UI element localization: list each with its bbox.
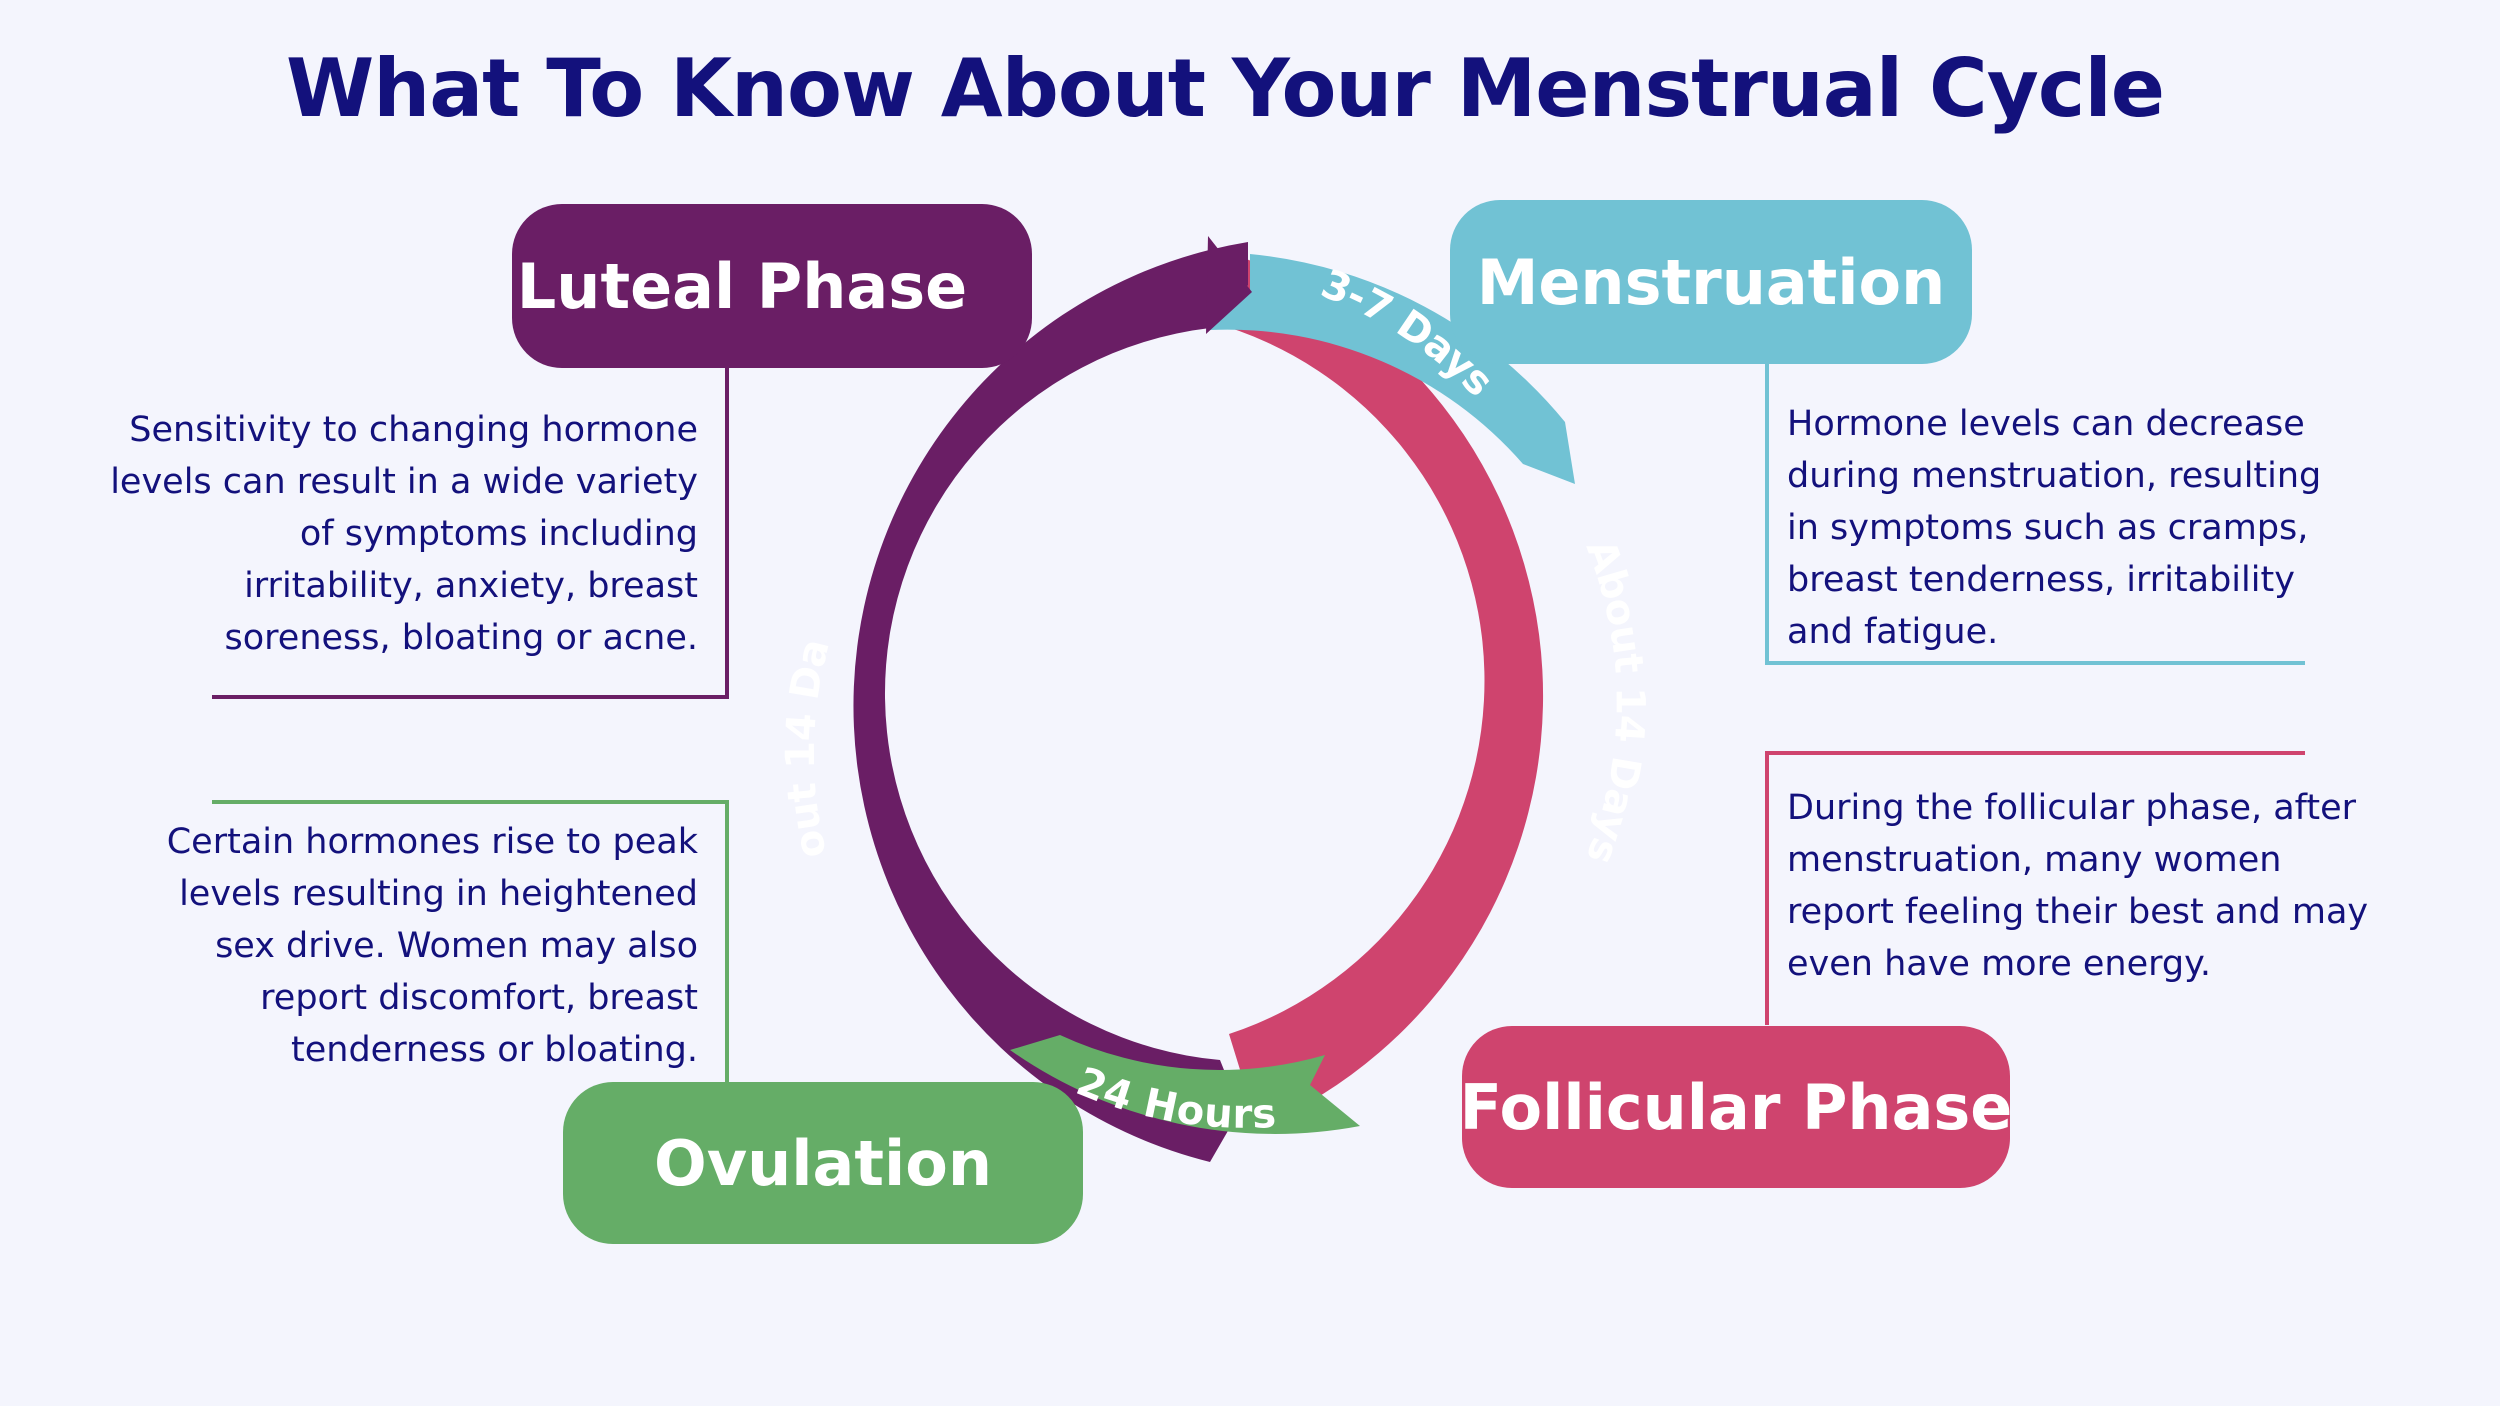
follicular-desc-line: menstruation, many women — [1787, 840, 2282, 880]
follicular-desc-line: even have more energy. — [1787, 944, 2211, 984]
luteal-desc-line: levels can result in a wide variety — [110, 462, 698, 502]
menstruation-desc-line: during menstruation, resulting — [1787, 456, 2322, 496]
ovulation-name: Ovulation — [654, 1126, 992, 1200]
follicular-arc — [1209, 246, 1544, 1128]
ovulation-desc-line: tenderness or bloating. — [291, 1030, 698, 1070]
luteal-desc-line: of symptoms including — [299, 514, 698, 554]
ovulation-connector — [212, 800, 729, 1082]
page-title: What To Know About Your Menstrual Cycle — [286, 42, 2165, 135]
menstruation-arrow — [1210, 254, 1575, 484]
ovulation-arrow — [1010, 1035, 1360, 1134]
ovulation-label: Ovulation — [563, 1082, 1083, 1244]
follicular-phase-label: Follicular Phase — [1459, 1026, 2013, 1188]
ovulation-description: Certain hormones rise to peak levels res… — [167, 816, 698, 1076]
follicular-desc-line: report feeling their best and may — [1787, 892, 2369, 932]
follicular-desc-line: During the follicular phase, after — [1787, 788, 2357, 828]
menstruation-label: Menstruation — [1450, 200, 1972, 364]
ovulation-desc-line: sex drive. Women may also — [215, 926, 698, 966]
luteal-connector — [212, 368, 729, 699]
luteal-phase-label: Luteal Phase — [512, 204, 1032, 368]
ovulation-desc-line: levels resulting in heightened — [179, 874, 698, 914]
luteal-arc — [853, 242, 1248, 1162]
luteal-desc-line: Sensitivity to changing hormone — [129, 410, 698, 450]
luteal-description: Sensitivity to changing hormone levels c… — [110, 404, 698, 664]
menstruation-desc-line: and fatigue. — [1787, 612, 1999, 652]
follicular-duration-label: About 14 Days — [1577, 534, 1653, 871]
follicular-description: During the follicular phase, after menst… — [1787, 782, 2368, 990]
menstruation-connector — [1765, 362, 2305, 665]
follicular-phase-name: Follicular Phase — [1459, 1070, 2013, 1144]
follicular-connector — [1765, 751, 2305, 1025]
menstruation-desc-line: in symptoms such as cramps, — [1787, 508, 2309, 548]
menstruation-desc-line: breast tenderness, irritability — [1787, 560, 2295, 600]
menstruation-desc-line: Hormone levels can decrease — [1787, 404, 2305, 444]
luteal-desc-line: soreness, bloating or acne. — [224, 618, 698, 658]
ovulation-desc-line: Certain hormones rise to peak — [166, 822, 698, 862]
menstruation-description: Hormone levels can decrease during menst… — [1787, 398, 2321, 658]
ovulation-desc-line: report discomfort, breast — [260, 978, 698, 1018]
luteal-desc-line: irritability, anxiety, breast — [244, 566, 698, 606]
menstruation-name: Menstruation — [1476, 245, 1946, 319]
luteal-phase-name: Luteal Phase — [516, 249, 968, 323]
luteal-arrow-head — [1206, 236, 1252, 334]
